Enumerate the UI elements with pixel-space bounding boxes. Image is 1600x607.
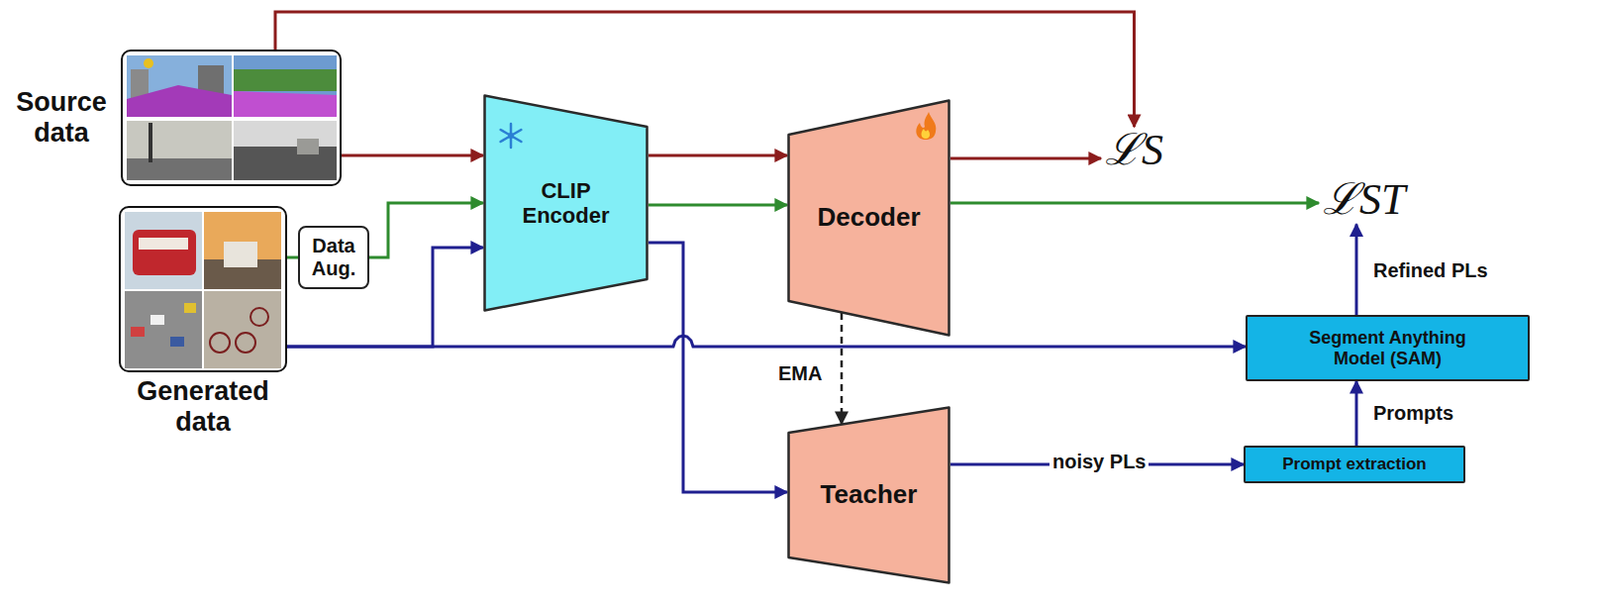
flow-arrow — [287, 335, 1246, 347]
image-panel: Generated data — [118, 205, 288, 441]
thumb-photo — [203, 211, 282, 290]
flow-arrow — [369, 202, 484, 258]
thumb-road — [233, 91, 337, 117]
thumb-road — [126, 158, 232, 181]
thumb-car — [130, 326, 145, 337]
flow-arrow — [648, 154, 788, 158]
node-label: Prompt extraction — [1282, 454, 1426, 475]
thumb-photo — [124, 291, 202, 369]
image-panel: Source data — [7, 49, 342, 187]
augmentation-box: Data Aug. — [298, 225, 370, 290]
snowflake-arm — [500, 129, 522, 142]
thumb-sign — [143, 58, 154, 69]
edge-label: noisy PLs — [1049, 450, 1149, 474]
loss-label: ℒS — [1104, 126, 1164, 175]
flame-inner — [921, 128, 931, 139]
thumb-wheel — [209, 332, 230, 353]
decoder-block: Decoder — [787, 99, 951, 337]
node-label: Teacher — [820, 480, 918, 510]
edge-label: Refined PLs — [1370, 259, 1492, 283]
trapezoid-shape — [789, 407, 950, 584]
snowflake-arm — [500, 129, 522, 142]
flow-arrow — [275, 11, 1135, 127]
fire-icon — [915, 111, 936, 140]
dashed-arrow — [840, 312, 844, 424]
image-frame — [118, 205, 288, 373]
node-label: CLIP Encoder — [511, 178, 621, 229]
encoder-block: CLIP Encoder — [483, 94, 649, 312]
trapezoid-shape — [789, 100, 950, 336]
thumb-road — [233, 146, 337, 181]
edge-label: Prompts — [1370, 401, 1457, 425]
thumb-sky — [126, 55, 232, 117]
thumb-car — [150, 314, 165, 325]
loss-label: ℒST — [1322, 176, 1405, 224]
flow-arrow — [1355, 223, 1359, 315]
thumb-photo — [203, 291, 282, 369]
flow-arrow — [648, 203, 788, 207]
flow-arrow — [1355, 381, 1359, 446]
thumb-wheel — [250, 307, 269, 326]
thumb-wheel — [235, 332, 256, 353]
thumb-truck — [223, 241, 258, 268]
thumb-photo — [233, 120, 337, 181]
flow-arrow — [950, 157, 1101, 161]
trapezoid-shape — [485, 96, 648, 311]
loss-symbol: ℒS — [1100, 126, 1168, 175]
loss-symbol: ℒST — [1318, 176, 1409, 224]
flow-arrow — [648, 242, 788, 493]
thumb-sky — [233, 55, 337, 117]
snowflake-core — [507, 132, 514, 139]
thumb-road — [126, 85, 232, 117]
node-label: Decoder — [816, 202, 920, 233]
flow-arrow — [287, 256, 299, 260]
model-box: Segment Anything Model (SAM) — [1245, 314, 1530, 382]
thumb-tram — [132, 229, 197, 276]
node-label: Source data — [7, 87, 115, 149]
node-label: Segment Anything Model (SAM) — [1294, 327, 1483, 369]
thumb-car — [297, 138, 319, 155]
connector-group — [275, 11, 1357, 493]
thumb-window — [138, 237, 189, 250]
flow-arrow — [341, 154, 484, 158]
snowflake-icon — [500, 123, 522, 148]
thumb-car — [184, 302, 197, 313]
thumb-photo — [126, 120, 232, 181]
image-frame — [120, 49, 342, 187]
thumb-car — [170, 336, 185, 347]
thumb-photo — [124, 211, 202, 290]
node-label: Data Aug. — [305, 234, 362, 281]
flow-arrow — [950, 201, 1319, 205]
process-box: Prompt extraction — [1243, 445, 1466, 484]
flame-outer — [915, 111, 936, 140]
edge-label: EMA — [775, 362, 825, 386]
node-label: Generated data — [118, 376, 288, 438]
teacher-block: Teacher — [787, 405, 951, 585]
thumb-trees — [233, 69, 337, 92]
thumb-pole — [148, 122, 153, 163]
